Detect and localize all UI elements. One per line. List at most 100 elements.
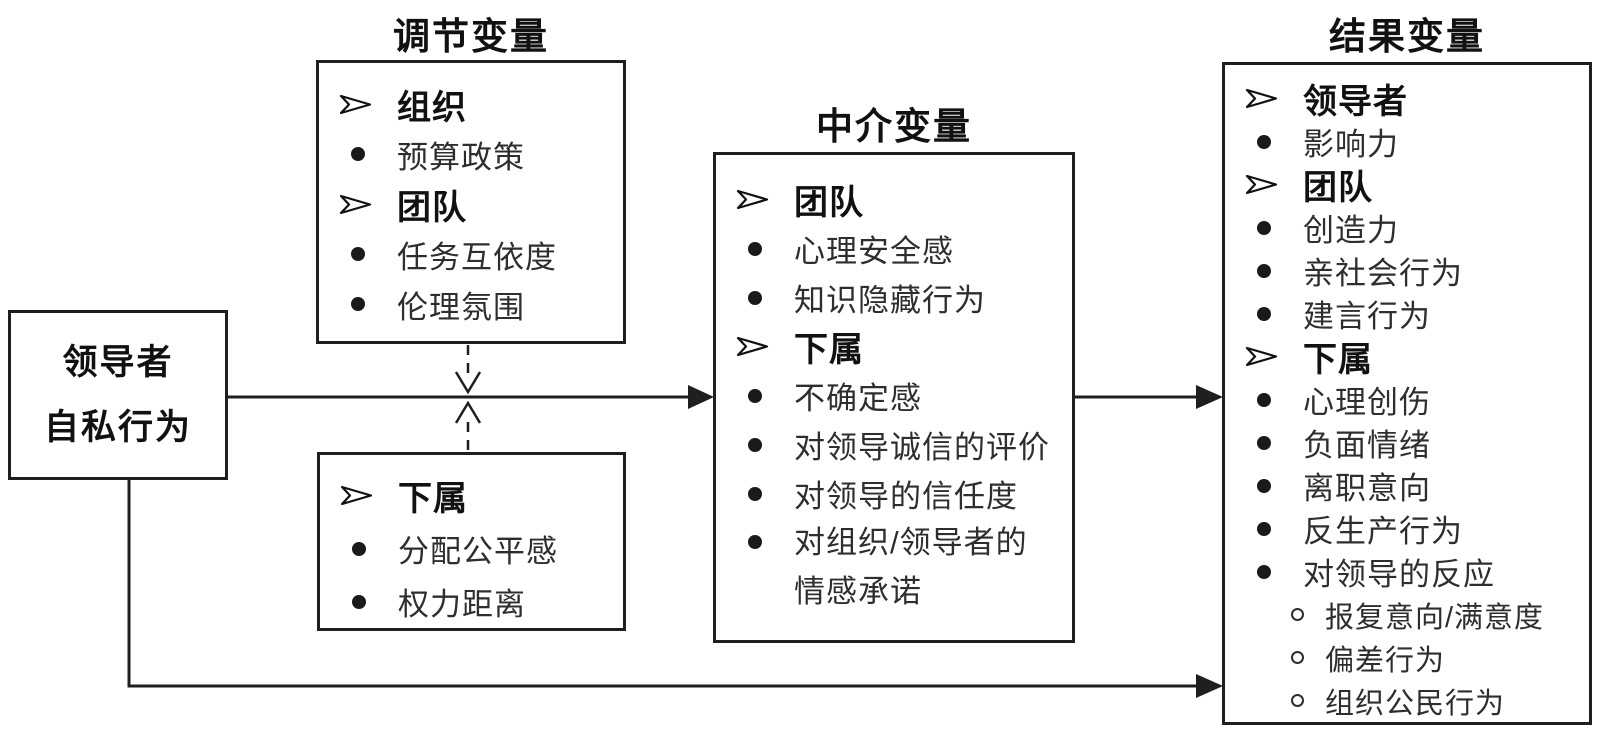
bullet-icon (736, 486, 794, 501)
list-item-label: 对领导的反应 (1303, 557, 1495, 592)
list-item-label: 下属 (398, 480, 468, 518)
arrowhead-icon (1245, 346, 1303, 367)
bullet-icon (340, 594, 398, 609)
outcome-list: 领导者 影响力 团队 创造力 亲社会行为 建言行为 (1225, 65, 1589, 722)
list-item: 心理创伤 (1245, 378, 1589, 421)
outcome-box: 领导者 影响力 团队 创造力 亲社会行为 建言行为 (1222, 62, 1592, 725)
mediator-list: 团队 心理安全感 知识隐藏行为 下属 不确定感 对领导诚信的评价 (716, 155, 1072, 616)
list-item: 偏差行为 (1245, 636, 1589, 679)
list-item: 任务互依度 (339, 229, 623, 279)
list-item-label: 心理安全感 (794, 234, 954, 269)
list-item: 知识隐藏行为 (736, 273, 1072, 322)
list-item: 影响力 (1245, 120, 1589, 163)
bullet-icon (736, 241, 794, 256)
list-item-label: 负面情绪 (1303, 428, 1431, 463)
list-item-label: 离职意向 (1303, 471, 1431, 506)
list-item-label: 分配公平感 (398, 534, 558, 569)
list-item: 团队 (736, 175, 1072, 224)
arrowhead-icon (1245, 174, 1303, 195)
moderator-column-title: 调节变量 (393, 16, 549, 57)
list-item-label: 权力距离 (398, 587, 526, 622)
list-item-label: 预算政策 (397, 139, 525, 175)
list-item-label: 知识隐藏行为 (794, 283, 986, 318)
list-item: 离职意向 (1245, 464, 1589, 507)
list-item: 下属 (340, 469, 623, 522)
mediator-box: 团队 心理安全感 知识隐藏行为 下属 不确定感 对领导诚信的评价 (713, 152, 1075, 643)
list-item-label: 伦理氛围 (397, 289, 525, 325)
list-item-label: 对领导的信任度 (794, 479, 1018, 514)
list-item: 对领导诚信的评价 (736, 420, 1072, 469)
list-item: 团队 (339, 179, 623, 229)
list-item-label: 任务互依度 (397, 239, 557, 275)
moderator-bottom-box: 下属 分配公平感 权力距离 (317, 452, 626, 631)
list-item-label: 报复意向/满意度 (1325, 601, 1545, 634)
bullet-icon (1245, 220, 1303, 235)
list-item: 建言行为 (1245, 292, 1589, 335)
bullet-icon (1245, 134, 1303, 149)
list-item-label: 对组织/领导者的 情感承诺 (794, 525, 1028, 609)
circle-icon (1291, 694, 1325, 707)
list-item-label: 领导者 (1303, 83, 1408, 121)
list-item: 权力距离 (340, 575, 623, 628)
bullet-icon (1245, 392, 1303, 407)
list-item-label: 下属 (794, 331, 864, 369)
list-item-label: 建言行为 (1303, 299, 1431, 334)
arrowhead-icon (736, 336, 794, 357)
arrowhead-icon (736, 189, 794, 210)
list-item-label: 创造力 (1303, 213, 1399, 248)
list-item: 不确定感 (736, 371, 1072, 420)
bullet-icon (1245, 521, 1303, 536)
list-item: 下属 (1245, 335, 1589, 379)
list-item-label: 团队 (794, 184, 864, 222)
list-item: 负面情绪 (1245, 421, 1589, 464)
list-item: 伦理氛围 (339, 279, 623, 329)
list-item: 领导者 (1245, 77, 1589, 121)
arrowhead-icon (339, 194, 397, 215)
bullet-icon (340, 541, 398, 556)
list-item: 报复意向/满意度 (1245, 593, 1589, 636)
bullet-icon (736, 437, 794, 452)
list-item-label: 不确定感 (794, 381, 922, 416)
bullet-icon (736, 388, 794, 403)
list-item-label: 偏差行为 (1325, 644, 1446, 677)
list-item-label: 对领导诚信的评价 (794, 430, 1050, 465)
list-item: 心理安全感 (736, 224, 1072, 273)
list-item: 创造力 (1245, 206, 1589, 249)
source-box-line1: 领导者 (62, 343, 174, 382)
list-item: 对领导的反应 (1245, 550, 1589, 593)
list-item: 对组织/领导者的 情感承诺 (736, 518, 1072, 616)
list-item-label: 影响力 (1303, 127, 1399, 162)
list-item: 组织公民行为 (1245, 679, 1589, 722)
list-item: 预算政策 (339, 129, 623, 179)
arrowhead-icon (340, 485, 398, 506)
bullet-icon (339, 297, 397, 311)
list-item-label: 反生产行为 (1303, 514, 1463, 549)
list-item-label: 组织公民行为 (1325, 687, 1506, 720)
source-box-line2: 自私行为 (43, 408, 192, 447)
bullet-icon (1245, 263, 1303, 278)
list-item-label: 下属 (1303, 341, 1373, 379)
list-item-label: 团队 (397, 188, 467, 227)
bullet-icon (339, 147, 397, 161)
moderator-bottom-list: 下属 分配公平感 权力距离 (320, 455, 623, 628)
bullet-icon (1245, 564, 1303, 579)
bullet-icon (1245, 478, 1303, 493)
list-item: 反生产行为 (1245, 507, 1589, 550)
moderator-top-box: 组织 预算政策 团队 任务互依度 伦理氛围 (316, 60, 626, 344)
list-item: 对领导的信任度 (736, 469, 1072, 518)
circle-icon (1291, 608, 1325, 621)
list-item: 组织 (339, 79, 623, 129)
list-item: 亲社会行为 (1245, 249, 1589, 292)
list-item: 团队 (1245, 163, 1589, 207)
source-box: 领导者 自私行为 (8, 310, 228, 480)
list-item-label: 心理创伤 (1303, 385, 1431, 420)
list-item-label: 亲社会行为 (1303, 256, 1463, 291)
list-item-label: 组织 (397, 88, 467, 127)
outcome-column-title: 结果变量 (1329, 16, 1485, 57)
bullet-icon (1245, 435, 1303, 450)
list-item-label: 团队 (1303, 169, 1373, 207)
mediator-column-title: 中介变量 (816, 106, 972, 147)
bullet-icon (736, 290, 794, 305)
bullet-icon (339, 247, 397, 261)
